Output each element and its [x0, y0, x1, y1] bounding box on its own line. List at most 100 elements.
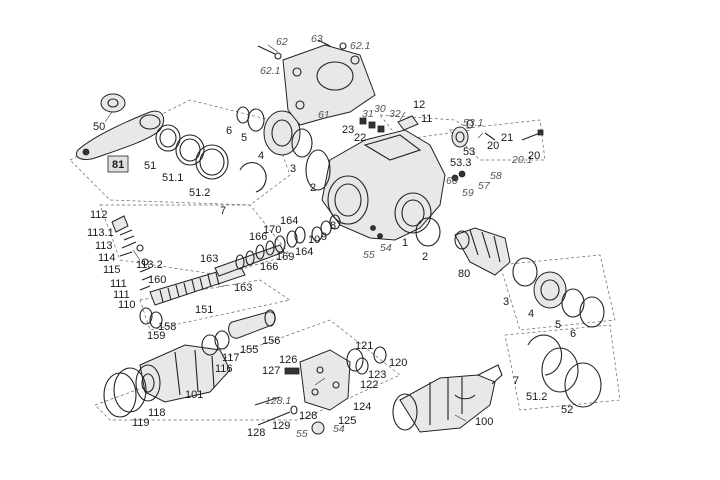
valve-parts: [359, 115, 544, 182]
label-7: 7: [220, 205, 226, 217]
label-113-2: 113.2: [136, 259, 163, 271]
ring-120: [373, 346, 387, 364]
label-123: 123: [368, 369, 386, 381]
label-111b: 111: [113, 289, 130, 301]
label-5b: 5: [555, 319, 561, 331]
label-155: 155: [240, 344, 258, 356]
ring-2a: [305, 149, 331, 191]
sleeve-156: [228, 309, 276, 339]
label-54b: 54: [333, 423, 345, 435]
ring-6: [236, 106, 250, 124]
label-2a: 2: [310, 182, 316, 194]
label-6b: 6: [570, 328, 576, 340]
label-62-1b: 62.1: [350, 40, 370, 52]
label-126: 126: [279, 354, 297, 366]
label-22: 22: [354, 132, 366, 144]
label-100: 100: [475, 416, 493, 428]
label-11: 11: [421, 113, 432, 125]
bracket-61: [282, 44, 376, 126]
label-5: 5: [241, 132, 247, 144]
label-128b: 128: [247, 427, 265, 439]
label-111a: 111: [110, 278, 127, 290]
label-115: 115: [103, 264, 121, 276]
ring-9: [320, 220, 332, 236]
cover-12: [397, 115, 419, 131]
sector-shaft-80: [454, 227, 605, 408]
label-156: 156: [262, 335, 280, 347]
label-4: 4: [258, 150, 264, 162]
ring-119: [103, 372, 137, 418]
label-166a: 166: [249, 231, 267, 243]
ring-8: [329, 214, 341, 230]
label-164b: 164: [295, 246, 313, 258]
dashed-frames: [69, 99, 621, 421]
label-125: 125: [338, 415, 356, 427]
label-112: 112: [90, 209, 108, 221]
worm-shaft-151: [139, 226, 306, 329]
label-116: 116: [215, 363, 233, 375]
ring-5b: [561, 288, 585, 318]
label-113-1: 113.1: [87, 227, 114, 239]
label-101: 101: [185, 389, 203, 401]
seal-52: [564, 362, 602, 408]
label-8: 8: [330, 220, 336, 232]
nut-50: [100, 93, 126, 113]
label-58: 58: [490, 170, 502, 182]
label-159: 159: [147, 330, 165, 342]
label-55b: 55: [296, 428, 308, 440]
label-163b: 163: [234, 282, 252, 294]
label-160: 160: [148, 274, 166, 286]
label-53-1: 53.1: [463, 117, 483, 129]
ring-118: [113, 367, 147, 413]
label-151: 151: [195, 304, 213, 316]
label-81-box: [107, 155, 129, 173]
plate-112: [111, 215, 129, 233]
part-labels: 50 81 51 51.1 51.2 7 6 5 4 3 62 62.1 63 …: [87, 33, 576, 440]
label-121: 121: [355, 340, 373, 352]
label-128-1: 128.1: [265, 395, 291, 407]
label-32: 32: [389, 108, 401, 120]
ring-51-2b: [541, 347, 579, 393]
pitman-arm-group: [76, 93, 313, 193]
piston-100: [392, 364, 503, 433]
label-129: 129: [272, 420, 290, 432]
label-59: 59: [462, 187, 474, 199]
ring-51: [155, 124, 181, 152]
label-122: 122: [360, 379, 378, 391]
label-51-1: 51.1: [162, 172, 183, 184]
label-110: 110: [118, 299, 136, 311]
label-81: 81: [112, 159, 124, 171]
ring-10: [311, 226, 323, 242]
ring-117: [214, 330, 230, 350]
label-12: 12: [413, 99, 425, 111]
leader-lines: [104, 44, 484, 422]
label-51-2: 51.2: [189, 187, 210, 199]
snap-ring-7: [239, 162, 267, 193]
label-2b: 2: [422, 251, 428, 263]
cylinder-101: [103, 330, 231, 418]
label-6: 6: [226, 125, 232, 137]
ring-166: [255, 244, 265, 260]
label-1: 1: [402, 237, 408, 249]
label-55: 55: [363, 249, 375, 261]
label-164a: 164: [280, 215, 298, 227]
ring-3b: [512, 257, 538, 287]
bearing-4: [263, 110, 301, 156]
label-170: 170: [263, 224, 281, 236]
label-7b: 7: [513, 375, 519, 387]
label-31: 31: [362, 108, 374, 120]
ring-3: [291, 128, 313, 158]
label-57: 57: [478, 180, 491, 192]
ring-51-1: [175, 134, 205, 166]
label-10: 10: [308, 234, 320, 246]
bearing-53: [451, 126, 469, 148]
pitman-arm: [76, 110, 165, 161]
label-9: 9: [321, 231, 327, 243]
label-158: 158: [158, 321, 176, 333]
ring-5: [247, 108, 265, 132]
label-21: 21: [501, 132, 513, 144]
label-20b: 20: [528, 150, 540, 162]
label-62-1a: 62.1: [260, 65, 280, 77]
label-61: 61: [318, 109, 330, 121]
